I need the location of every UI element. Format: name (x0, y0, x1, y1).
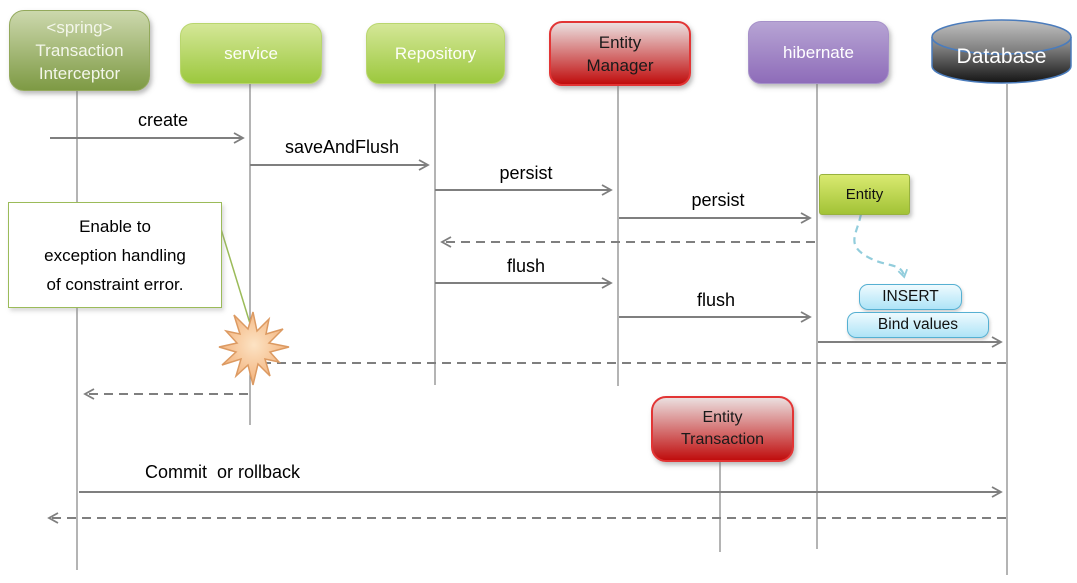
bind-values-label: Bind values (877, 316, 959, 333)
exception-starburst (218, 311, 290, 386)
note-exception-handling: Enable to exception handling of constrai… (8, 202, 222, 308)
participant-hibernate: hibernate (748, 21, 889, 84)
participant-label-line: Manager (586, 55, 654, 75)
participant-label-line: Interceptor (38, 64, 121, 83)
entity-object-box: Entity (819, 174, 910, 215)
participant-service: service (180, 23, 322, 84)
bind-values-box: Bind values (847, 312, 989, 338)
participant-transaction-interceptor: <spring> Transaction Interceptor (9, 10, 150, 91)
participant-label: hibernate (783, 43, 854, 62)
participant-entity-manager: Entity Manager (549, 21, 691, 86)
participant-label-line: Entity (598, 32, 642, 52)
participant-label-line: Entity (702, 409, 743, 426)
participant-repository: Repository (366, 23, 505, 84)
participant-label: service (224, 44, 278, 63)
message-label-flush-em-hib: flush (696, 290, 736, 310)
participant-label-line: <spring> (46, 18, 113, 37)
note-line: exception handling (44, 245, 186, 265)
participant-database-label: Database (956, 45, 1047, 68)
message-label-flush-repo-em: flush (506, 256, 546, 276)
participant-label: Repository (394, 44, 477, 63)
entity-object-label: Entity (845, 186, 884, 203)
participant-label-line: Transaction (35, 41, 124, 60)
message-label-create: create (137, 110, 189, 130)
note-line: of constraint error. (46, 274, 184, 294)
database-cylinder (931, 19, 1072, 84)
insert-statement-box: INSERT (859, 284, 962, 310)
message-label-persist-repo-em: persist (499, 163, 553, 183)
note-line: Enable to (79, 216, 151, 236)
message-label-save-and-flush: saveAndFlush (284, 137, 400, 157)
entity-to-insert-curve (853, 213, 908, 279)
message-label-commit-or-rollback: Commit or rollback (145, 462, 301, 482)
message-label-persist-em-hib: persist (691, 190, 745, 210)
note-connector-line (220, 228, 253, 331)
participant-label-line: Transaction (681, 431, 764, 448)
insert-statement-label: INSERT (882, 288, 939, 305)
participant-entity-transaction: Entity Transaction (651, 396, 794, 462)
